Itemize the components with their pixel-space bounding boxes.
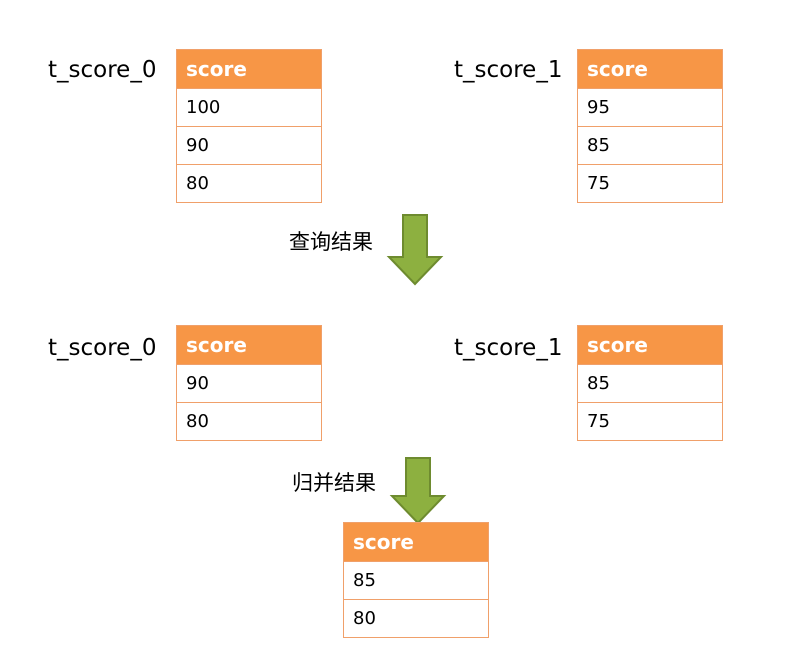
table-header: score — [578, 50, 722, 88]
down-arrow-icon — [389, 457, 447, 525]
table-header: score — [177, 50, 321, 88]
merge-step-label: 归并结果 — [292, 471, 376, 495]
down-arrow-icon — [386, 214, 444, 286]
table-cell: 85 — [578, 126, 722, 164]
table-cell: 90 — [177, 126, 321, 164]
table-label-t-score-1-top: t_score_1 — [454, 57, 563, 83]
table-label-t-score-0-top: t_score_0 — [48, 57, 157, 83]
table-header: score — [177, 326, 321, 364]
table-header: score — [344, 523, 488, 561]
table-cell: 80 — [177, 164, 321, 202]
table-label-t-score-0-mid: t_score_0 — [48, 335, 157, 361]
table-t-score-0-top: score 100 90 80 — [176, 49, 322, 203]
table-cell: 95 — [578, 88, 722, 126]
table-cell: 75 — [578, 402, 722, 440]
table-t-score-0-mid: score 90 80 — [176, 325, 322, 441]
table-cell: 75 — [578, 164, 722, 202]
table-t-score-1-mid: score 85 75 — [577, 325, 723, 441]
table-cell: 85 — [344, 561, 488, 599]
table-cell: 100 — [177, 88, 321, 126]
table-cell: 80 — [344, 599, 488, 637]
table-cell: 80 — [177, 402, 321, 440]
query-step-label: 查询结果 — [289, 230, 373, 254]
table-header: score — [578, 326, 722, 364]
table-cell: 90 — [177, 364, 321, 402]
table-label-t-score-1-mid: t_score_1 — [454, 335, 563, 361]
table-t-score-1-top: score 95 85 75 — [577, 49, 723, 203]
table-cell: 85 — [578, 364, 722, 402]
table-merge-result: score 85 80 — [343, 522, 489, 638]
